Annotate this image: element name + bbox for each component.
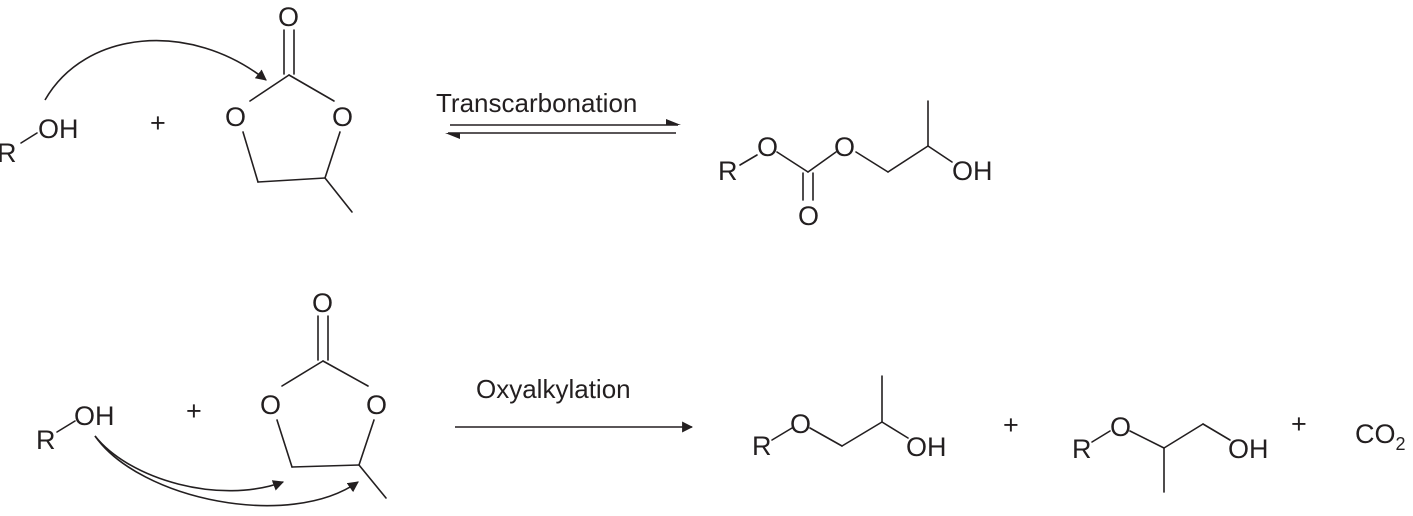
r1-product-bond-r-o <box>739 154 758 166</box>
r2-product1-oh-label: OH <box>906 432 947 462</box>
r2-product-2: R O OH <box>1072 412 1269 493</box>
r1-product-oxygen-2: O <box>834 132 855 162</box>
r2-product2-bond-r-o <box>1091 430 1111 443</box>
r2-alcohol-oh-label: OH <box>74 401 115 431</box>
r1-ring-bond-c-oright <box>288 74 335 102</box>
r1-product-r-label: R <box>718 156 738 186</box>
r2-ring-oxygen-left: O <box>260 390 281 420</box>
r2-ring-oxygen-right: O <box>366 390 387 420</box>
r2-alcohol-r-label: R <box>36 425 56 455</box>
r2-ring-bond-c-oright <box>322 360 369 387</box>
r2-product1-r-label: R <box>752 431 772 461</box>
r1-ring-bond-oright-ch <box>324 131 341 179</box>
r2-propylene-carbonate: O O O <box>260 288 387 499</box>
r1-product-bond-o-c <box>776 151 809 173</box>
r1-alcohol-r-label: R <box>0 138 17 168</box>
r1-condition-label: Transcarbonation <box>436 88 637 118</box>
r1-ring-bond-c-oleft <box>249 74 290 102</box>
r1-alcohol-bond <box>20 132 38 144</box>
r1-product-carbonyl-oxygen: O <box>798 201 819 231</box>
r2-ring-bond-oleft-ch2 <box>276 419 293 468</box>
r1-carbonyl-oxygen: O <box>278 2 299 32</box>
r2-product-1: R O OH <box>752 375 947 462</box>
r2-methyl-bond <box>358 464 387 499</box>
r2-condition-label: Oxyalkylation <box>476 374 631 404</box>
r2-ring-bond-c-oleft <box>281 360 324 387</box>
r2-co2-label: CO2 <box>1355 419 1406 454</box>
r2-carbonyl-oxygen: O <box>312 288 333 318</box>
r2-product1-bond-o-ch2 <box>809 427 843 447</box>
r2-attack-arrow-1 <box>94 435 285 492</box>
r1-product-bond-ch2-ch <box>887 145 929 173</box>
r1-ring-oxygen-right: O <box>332 102 353 132</box>
r1-alcohol: R OH <box>0 114 79 168</box>
r1-product: R O O O OH <box>718 100 993 231</box>
r1-plus-sign: + <box>150 108 166 138</box>
r1-product-bond-o-ch2 <box>855 151 889 173</box>
r2-product2-oxygen: O <box>1110 412 1131 442</box>
r2-plus-sign-reactants: + <box>186 396 202 426</box>
r1-attack-arrow <box>44 39 267 101</box>
r2-ring-bond-oright-ch <box>358 419 375 466</box>
r1-methyl-bond <box>324 177 353 213</box>
r1-propylene-carbonate: O O O <box>225 2 353 213</box>
r1-equilibrium-arrow <box>445 119 681 139</box>
r1-ring-bond-ch2-ch <box>257 177 326 183</box>
r1-forward-head <box>666 119 681 125</box>
r2-plus-sign-products-1: + <box>1003 410 1019 440</box>
r2-product1-bond-ch-oh <box>881 421 909 439</box>
r2-alcohol: R OH <box>36 401 115 455</box>
r2-plus-sign-products-2: + <box>1291 409 1307 439</box>
r2-product2-r-label: R <box>1072 434 1092 464</box>
r1-product-oh-label: OH <box>952 156 993 186</box>
r2-alcohol-bond <box>56 420 76 433</box>
r1-product-oxygen-1: O <box>757 132 778 162</box>
r1-ring-oxygen-left: O <box>225 102 246 132</box>
r2-product2-bond-ch2-oh <box>1202 423 1231 441</box>
r1-ring-bond-oleft-ch2 <box>242 131 259 183</box>
r2-product2-bond-ch-ch2 <box>1163 423 1204 449</box>
r1-backward-head <box>445 133 460 139</box>
r2-co2-main: CO <box>1355 419 1396 449</box>
r2-product2-oh-label: OH <box>1228 434 1269 464</box>
r2-attack-arrow-2 <box>94 435 359 507</box>
r1-product-bond-c-o <box>807 151 837 173</box>
r1-alcohol-oh-label: OH <box>38 114 79 144</box>
r2-ring-bond-ch2-ch <box>291 464 360 468</box>
reaction-1: R OH + O O O Transcarbonation <box>0 2 993 231</box>
r2-product1-bond-r-o <box>771 427 793 441</box>
r2-product1-bond-ch2-ch <box>841 421 883 447</box>
r2-product2-bond-o-ch <box>1129 430 1165 449</box>
reaction-2: R OH + O O O Oxyalkylation R <box>36 288 1406 507</box>
r2-co2-subscript: 2 <box>1396 434 1406 454</box>
r2-product1-oxygen: O <box>790 409 811 439</box>
r1-product-bond-ch-oh <box>927 145 953 163</box>
